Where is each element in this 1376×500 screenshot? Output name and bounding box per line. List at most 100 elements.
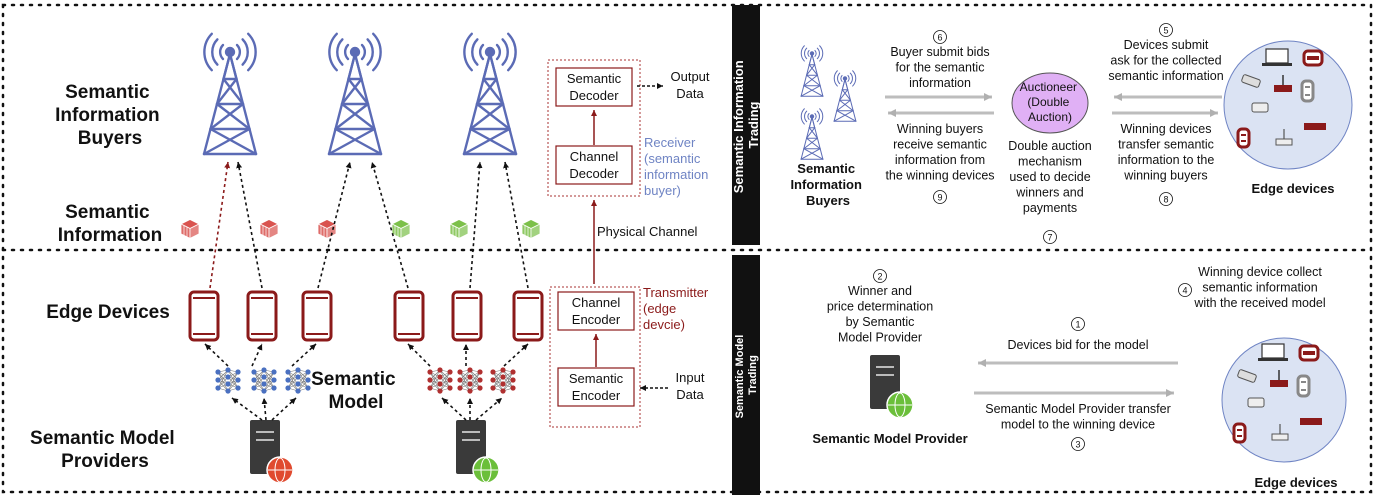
edge-devices-label: Edge Devices (46, 302, 170, 323)
semantic-decoder-box (555, 67, 633, 107)
phone-icon (1296, 374, 1311, 398)
phone-icon (246, 290, 278, 342)
data-cube-icon (391, 219, 411, 240)
physical-channel-label: Physical Channel (597, 224, 698, 239)
sit-edge-label: Edge devices (1251, 181, 1334, 196)
tablet-icon (1302, 49, 1324, 67)
smt-side-label: Semantic Model Trading (734, 332, 759, 419)
smt-provider-label: Semantic Model Provider (812, 431, 967, 446)
tower-icon (800, 108, 824, 160)
svg-text:5: 5 (1163, 26, 1168, 36)
sit-arrows (885, 93, 1222, 117)
tablet-icon (1298, 344, 1320, 362)
smt-arrows (974, 359, 1178, 397)
data-cube-icon (449, 219, 469, 240)
smt-edge-cloud (1221, 337, 1347, 463)
router-icon (1270, 370, 1288, 387)
dotted-frame (1, 3, 1373, 494)
phone-icon (301, 290, 333, 342)
neural-net-icon (251, 367, 277, 394)
projector-icon (1247, 397, 1265, 408)
svg-text:3: 3 (1075, 440, 1080, 450)
router-icon (1274, 75, 1292, 92)
channel-encoder-box (557, 291, 635, 331)
smt-server-icon (870, 355, 914, 419)
access-point-icon (1271, 424, 1289, 441)
sit-edge-cloud (1223, 40, 1353, 170)
projector-icon (1251, 102, 1269, 113)
neural-net-icon (215, 367, 241, 394)
server-globe-green-icon (870, 355, 914, 419)
camera-icon (1241, 74, 1261, 88)
svg-text:9: 9 (937, 193, 942, 203)
sit-band (732, 5, 760, 245)
switch-icon (1300, 418, 1322, 425)
svg-text:Devices bid for the model: Devices bid for the model (1007, 338, 1148, 352)
svg-text:7: 7 (1047, 233, 1052, 243)
neural-net-icon (490, 367, 516, 394)
neural-net-icon (457, 367, 483, 394)
channel-decoder-box (555, 145, 633, 185)
phone-icon (1300, 79, 1315, 103)
auctioneer-label: Auctioneer (Double Auction) (1020, 80, 1081, 124)
cube-row (180, 219, 541, 240)
buyers-label: Semantic Information Buyers (55, 82, 165, 149)
tower-icon (202, 32, 258, 156)
receiver-label: Receiver (semantic information buyer) (644, 135, 712, 198)
tower-row (202, 32, 518, 156)
model-label: Semantic Model (311, 369, 401, 413)
phone-icon (1232, 422, 1247, 444)
neural-net-icon (285, 367, 311, 394)
phone-row (188, 290, 544, 342)
sit-device-group (1236, 48, 1326, 149)
transmitter-label: Transmitter (edge devcie) (643, 285, 712, 332)
server-globe-green-icon (456, 420, 500, 484)
model-row (215, 367, 516, 394)
access-point-icon (1275, 129, 1293, 146)
data-cube-icon (259, 219, 279, 240)
svg-text:6: 6 (937, 33, 942, 43)
smt-edge-label: Edge devices (1254, 475, 1337, 490)
svg-text:4: 4 (1182, 286, 1187, 296)
camera-icon (1237, 369, 1257, 383)
auctioneer-node (1011, 72, 1089, 134)
server-row (250, 420, 500, 484)
tower-icon (833, 70, 857, 122)
semantic-encoder-box (557, 367, 635, 407)
phone-icon (512, 290, 544, 342)
tower-icon (462, 32, 518, 156)
neural-net-icon (427, 367, 453, 394)
info-label: Semantic Information (58, 202, 163, 246)
data-cube-icon (180, 219, 200, 240)
sit-buyers-label: Semantic Information Buyers (790, 161, 865, 208)
data-cube-icon (521, 219, 541, 240)
phone-icon (1236, 127, 1251, 149)
tower-icon (327, 32, 383, 156)
phone-icon (188, 290, 220, 342)
phone-icon (393, 290, 425, 342)
sit-tower-group (800, 45, 857, 160)
laptop-icon (1258, 343, 1288, 361)
svg-text:2: 2 (877, 272, 882, 282)
